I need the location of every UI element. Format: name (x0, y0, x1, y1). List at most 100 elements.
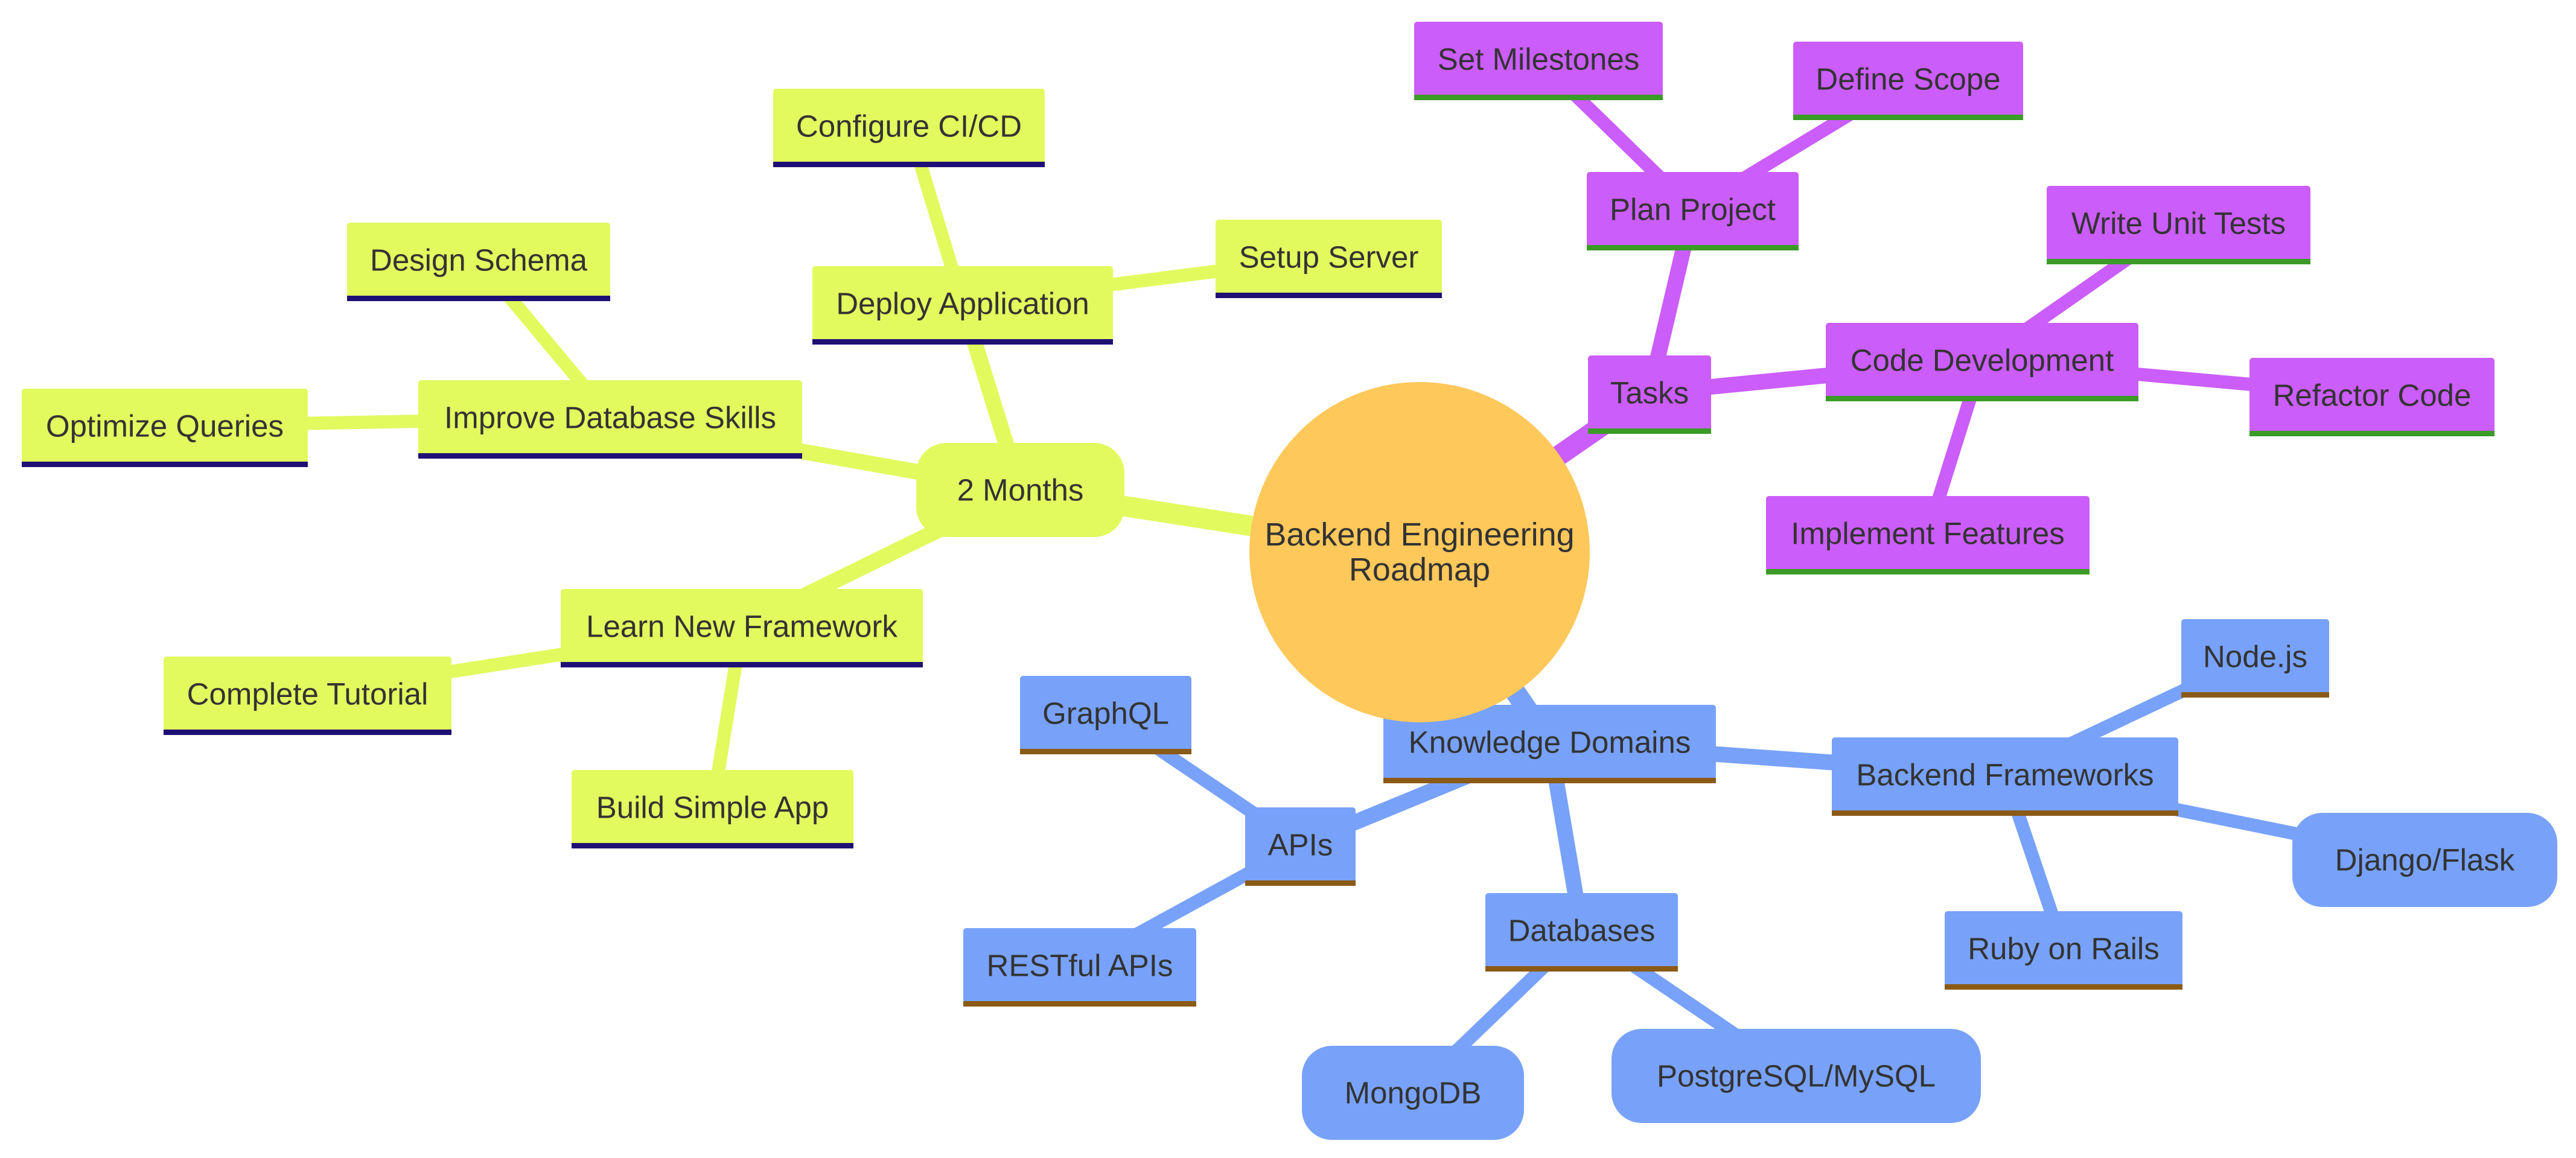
node-postgresql-mysql[interactable]: PostgreSQL/MySQL (1612, 1029, 1981, 1123)
node-restful-apis[interactable]: RESTful APIs (963, 928, 1196, 1007)
node-underline (773, 162, 1045, 167)
node-mongodb[interactable]: MongoDB (1302, 1046, 1524, 1140)
node-write-unit-tests[interactable]: Write Unit Tests (2047, 186, 2310, 264)
node-refactor-code[interactable]: Refactor Code (2249, 358, 2495, 436)
node-shape (1020, 676, 1191, 751)
node-deploy-application[interactable]: Deploy Application (812, 266, 1113, 345)
node-label: Knowledge Domains (1409, 725, 1691, 760)
node-label: PostgreSQL/MySQL (1657, 1059, 1936, 1093)
mindmap-nodes: 2 Months Deploy Application Configure CI/C… (22, 22, 2557, 1140)
node-shape (1588, 355, 1711, 430)
node-label: Optimize Queries (46, 409, 284, 444)
node-underline (347, 296, 610, 301)
node-complete-tutorial[interactable]: Complete Tutorial (164, 657, 451, 735)
node-underline (2047, 259, 2310, 264)
node-apis[interactable]: APIs (1245, 807, 1356, 886)
node-knowledge-domains[interactable]: Knowledge Domains (1383, 705, 1716, 783)
node-underline (1945, 984, 2182, 990)
root-label-line: Backend Engineering (1264, 517, 1574, 553)
node-label: Refactor Code (2273, 378, 2472, 413)
node-shape (1945, 911, 2182, 986)
node-implement-features[interactable]: Implement Features (1766, 496, 2090, 574)
node-design-schema[interactable]: Design Schema (347, 223, 610, 301)
node-label: APIs (1268, 828, 1333, 862)
node-ruby-on-rails[interactable]: Ruby on Rails (1945, 911, 2182, 990)
node-shape (963, 928, 1196, 1003)
node-label: Learn New Framework (586, 609, 897, 644)
node-label: Write Unit Tests (2071, 206, 2286, 241)
node-label: Django/Flask (2335, 843, 2515, 877)
node-databases[interactable]: Databases (1485, 893, 1678, 972)
node-code-development[interactable]: Code Development (1826, 323, 2138, 401)
node-graphql[interactable]: GraphQL (1020, 676, 1191, 754)
node-shape (572, 770, 853, 845)
node-shape (418, 380, 802, 455)
root-shape (1249, 382, 1590, 722)
node-shape (1216, 220, 1442, 294)
node-django-flask[interactable]: Django/Flask (2292, 813, 2557, 907)
node-setup-server[interactable]: Setup Server (1216, 220, 1442, 298)
node-label: MongoDB (1345, 1076, 1482, 1110)
node-shape (1793, 42, 2023, 116)
node-label: 2 Months (957, 473, 1084, 507)
node-tasks[interactable]: Tasks (1588, 355, 1711, 434)
node-learn-new-framework[interactable]: Learn New Framework (561, 589, 923, 667)
node-underline (1766, 569, 2090, 574)
node-underline (812, 339, 1113, 345)
node-shape (1485, 893, 1678, 968)
node-shape (1383, 705, 1716, 780)
node-underline (1245, 880, 1356, 886)
node-shape (1766, 496, 2090, 571)
node-label: Databases (1508, 914, 1656, 948)
node-label: Code Development (1851, 343, 2114, 378)
node-shape (1832, 737, 2178, 812)
node-underline (1383, 778, 1716, 783)
node-label: Backend Frameworks (1856, 758, 2154, 792)
node-shape (164, 657, 451, 731)
node-label: Implement Features (1791, 517, 2065, 551)
node-underline (572, 843, 853, 848)
node-label: Improve Database Skills (444, 401, 776, 435)
node-underline (561, 662, 923, 667)
node-shape (347, 223, 610, 297)
node-label: Tasks (1610, 376, 1689, 410)
node-shape (812, 266, 1113, 341)
node-node-js[interactable]: Node.js (2181, 619, 2329, 698)
node-shape (1302, 1046, 1524, 1140)
node-shape (1612, 1029, 1981, 1123)
node-configure-ci-cd[interactable]: Configure CI/CD (773, 89, 1045, 167)
node-underline (1587, 245, 1799, 250)
node-label: Setup Server (1239, 240, 1419, 275)
node-build-simple-app[interactable]: Build Simple App (572, 770, 853, 848)
node-label: Node.js (2203, 640, 2307, 674)
node-improve-database-skills[interactable]: Improve Database Skills (418, 380, 802, 459)
node-shape (916, 443, 1124, 537)
node-set-milestones[interactable]: Set Milestones (1414, 22, 1663, 100)
node-shape (1826, 323, 2138, 398)
node-label: Deploy Application (836, 287, 1089, 321)
node-shape (773, 89, 1045, 164)
node-underline (1020, 749, 1191, 754)
node-underline (1793, 115, 2023, 120)
node-define-scope[interactable]: Define Scope (1793, 42, 2023, 120)
root-label-line: Roadmap (1349, 552, 1490, 588)
node-underline (1414, 95, 1663, 100)
node-underline (2249, 431, 2495, 436)
node-backend-frameworks[interactable]: Backend Frameworks (1832, 737, 2178, 816)
node-shape (561, 589, 923, 664)
node-shape (1245, 807, 1356, 882)
node-2-months[interactable]: 2 Months (916, 443, 1124, 537)
node-label: Build Simple App (596, 791, 829, 825)
node-underline (1832, 810, 2178, 816)
node-shape (2047, 186, 2310, 261)
node-label: Set Milestones (1438, 42, 1640, 77)
node-underline (963, 1001, 1196, 1007)
node-plan-project[interactable]: Plan Project (1587, 172, 1799, 250)
node-label: Configure CI/CD (796, 109, 1022, 144)
node-label: Ruby on Rails (1968, 932, 2159, 966)
node-shape (1587, 172, 1799, 247)
node-shape (2292, 813, 2557, 907)
node-optimize-queries[interactable]: Optimize Queries (22, 389, 308, 467)
